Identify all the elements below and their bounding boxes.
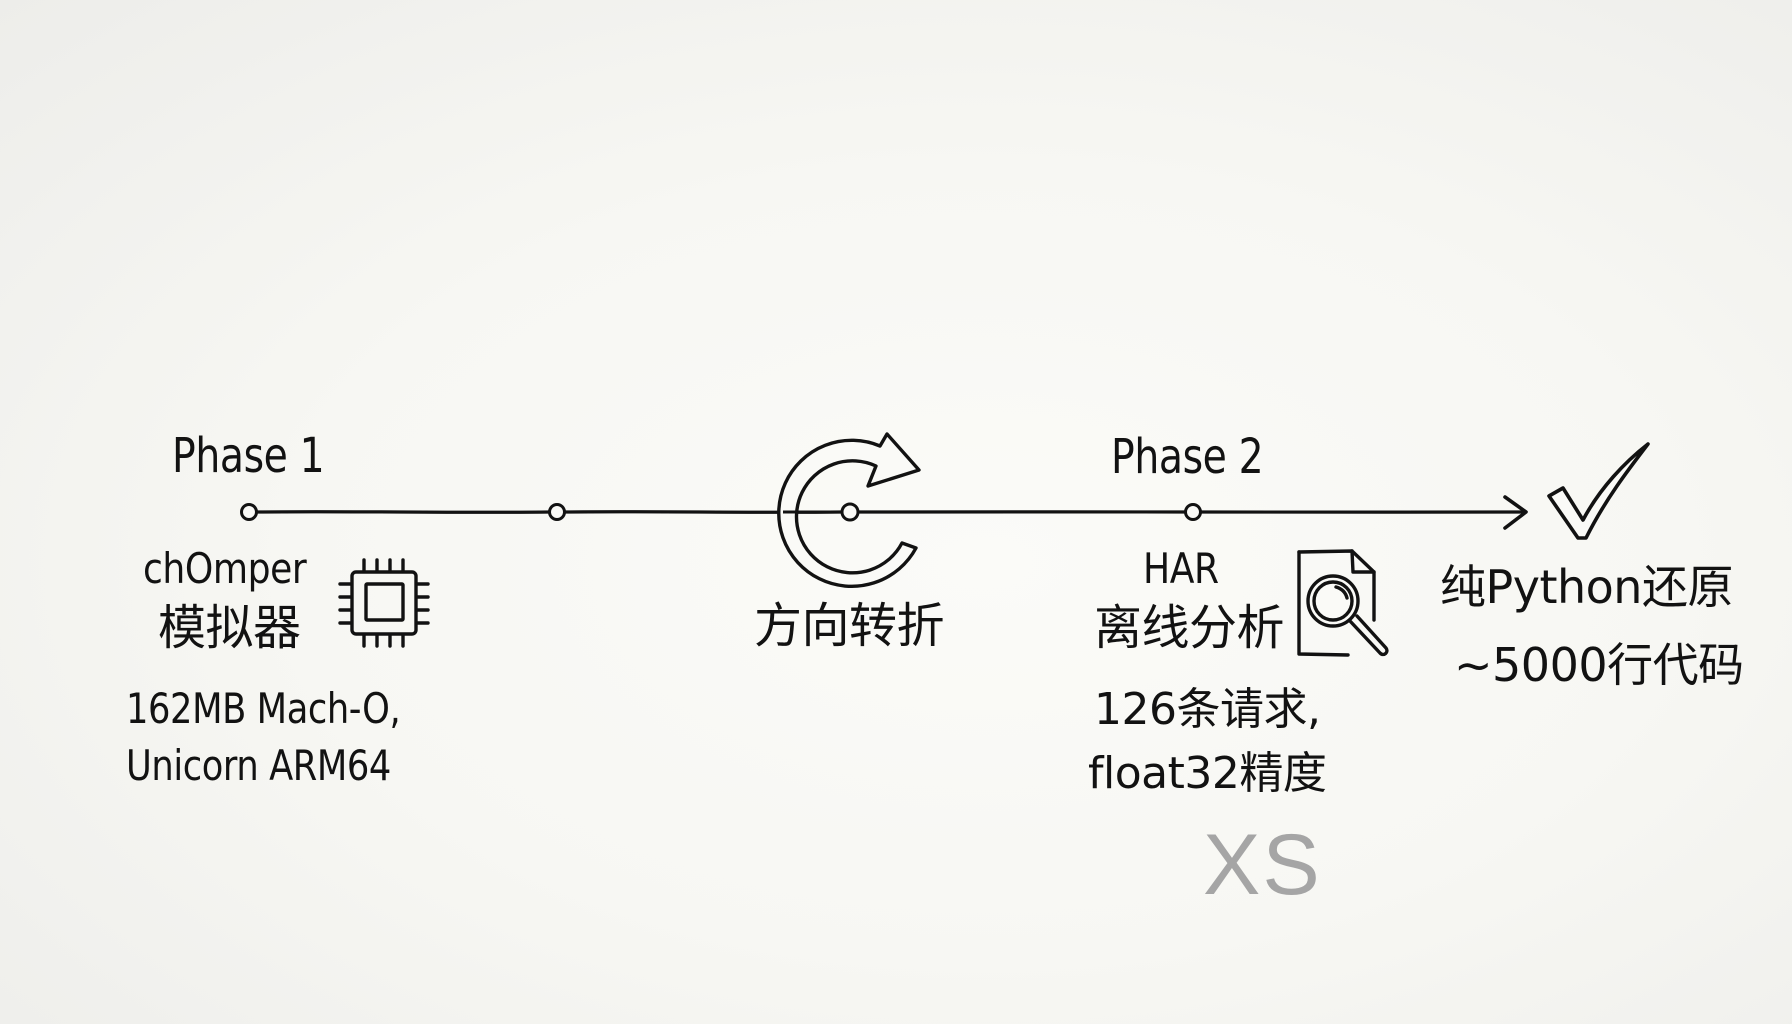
phase1-node (240, 503, 258, 521)
checkmark-icon (1547, 442, 1650, 540)
phase2-detail-1: 126条请求, (1094, 684, 1321, 735)
timeline-arrowhead-icon (1503, 495, 1528, 530)
result-title: 纯Python还原 (1440, 560, 1733, 614)
phase2-title: HAR (1143, 544, 1219, 593)
phase2-label: Phase 2 (1111, 429, 1264, 485)
phase2-node (1184, 503, 1202, 521)
rotate-arrow-icon (777, 432, 921, 589)
phase1-label: Phase 1 (172, 428, 325, 484)
phase1-detail-1: 162MB Mach-O, (126, 684, 401, 733)
result-subtitle: ~5000行代码 (1454, 638, 1744, 692)
phase2-subtitle: 离线分析 (1094, 600, 1285, 656)
phase1-detail-2: Unicorn ARM64 (126, 741, 391, 790)
timeline-line (255, 510, 1527, 514)
phase1-title: chOmper (143, 544, 307, 593)
pivot-node (840, 502, 860, 522)
phase2-detail-2: float32精度 (1088, 748, 1327, 799)
phase1-subtitle: 模拟器 (158, 600, 301, 656)
cpu-chip-icon (338, 558, 430, 648)
midpoint-node (548, 503, 566, 521)
watermark-text: XS (1203, 817, 1322, 913)
document-search-icon (1297, 549, 1389, 657)
pivot-label: 方向转折 (754, 598, 945, 654)
